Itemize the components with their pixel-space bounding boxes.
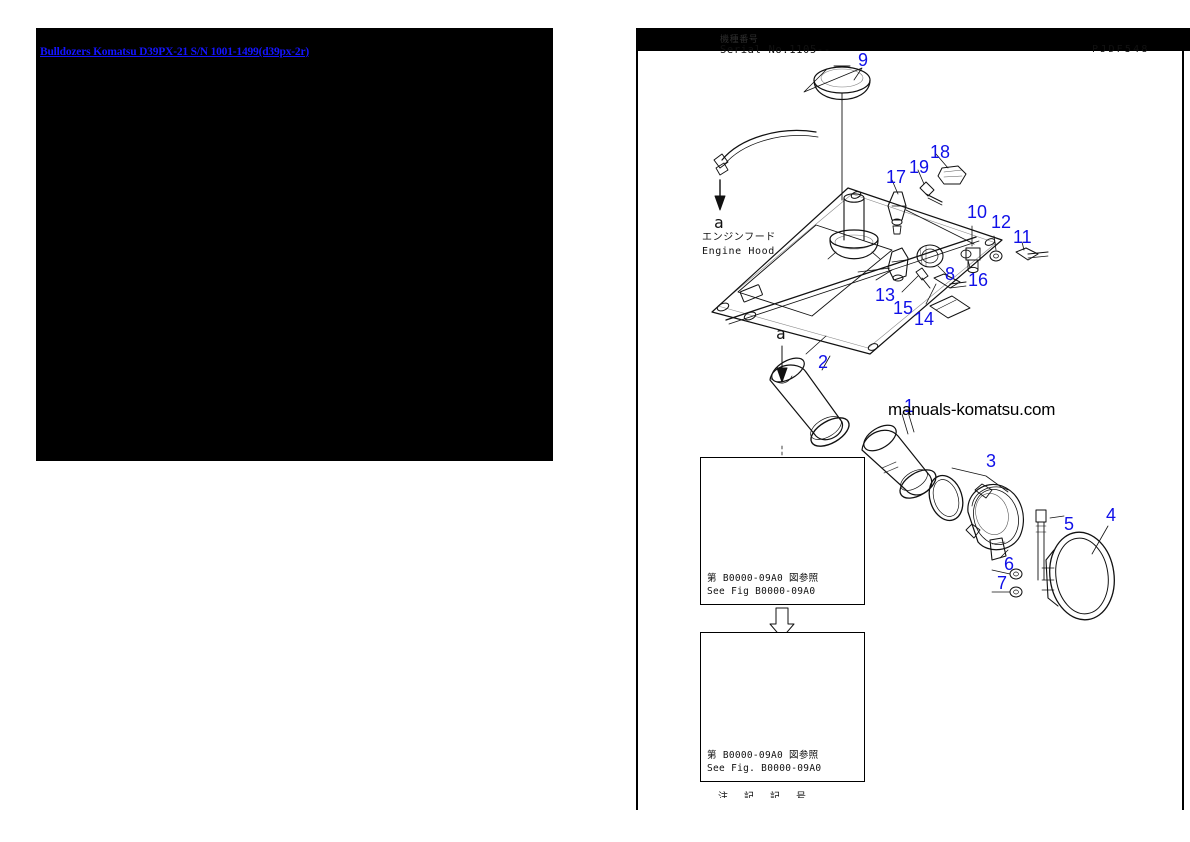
callout-14[interactable]: 14 [914,309,935,329]
callout-5[interactable]: 5 [1064,514,1075,534]
inset-lower-caption-jp: 第 B0000-09A0 図参照 [707,750,819,761]
callout-3[interactable]: 3 [986,451,997,471]
inset-lower-caption-en: See Fig. B0000-09A0 [707,762,822,774]
callout-1[interactable]: 1 [904,396,915,416]
catalog-title-link[interactable]: Bulldozers Komatsu D39PX-21 S/N 1001-149… [40,46,309,58]
callout-11[interactable]: 11 [1013,227,1032,247]
inset-diagram-upper[interactable]: 第 B0000-09A0 図参照 See Fig B0000-09A0 [700,457,865,605]
diagram-header-jp: 機種番号 [720,35,759,45]
catalog-thumbnail-panel: Bulldozers Komatsu D39PX-21 S/N 1001-149… [36,28,553,461]
callout-10[interactable]: 10 [967,202,988,222]
inset-upper-caption-jp: 第 B0000-09A0 図参照 [707,573,819,584]
callout-12[interactable]: 12 [991,212,1012,232]
parts-diagram-panel: 機種番号 Serial No.1105-- PJDF548 [630,20,1190,810]
inset-upper-caption-en: See Fig B0000-09A0 [707,585,816,597]
diagram-top-black-bar [636,28,1190,51]
site-watermark: manuals-komatsu.com [888,400,1056,419]
callout-19[interactable]: 19 [909,157,930,177]
serial-number-label: Serial No.1105-- [720,44,831,56]
callout-18[interactable]: 18 [930,142,951,162]
callout-15[interactable]: 15 [893,298,914,318]
callout-6[interactable]: 6 [1004,554,1015,574]
marker-a-lower: a [776,324,786,343]
callout-13[interactable]: 13 [875,285,896,305]
bottom-note-jp: 注 記 記 号 [718,792,812,798]
callout-16[interactable]: 16 [968,270,989,290]
callout-4[interactable]: 4 [1106,505,1117,525]
engine-hood-label-en: Engine Hood [702,246,775,257]
callout-17[interactable]: 17 [886,167,907,187]
inset-upper-caption: 第 B0000-09A0 図参照 See Fig B0000-09A0 [707,573,818,598]
callout-7[interactable]: 7 [997,573,1008,593]
marker-a-upper: a [714,213,724,232]
engine-hood-label-jp: エンジンフード [702,232,776,243]
inset-lower-caption: 第 B0000-09A0 図参照 See Fig. B0000-09A0 [707,750,821,775]
callout-2[interactable]: 2 [818,352,829,372]
sheet-code-label: PJDF548 [1092,44,1150,55]
callout-8[interactable]: 8 [945,264,956,284]
inset-diagram-lower[interactable]: 第 B0000-09A0 図参照 See Fig. B0000-09A0 [700,632,865,782]
callout-9[interactable]: 9 [858,50,869,70]
